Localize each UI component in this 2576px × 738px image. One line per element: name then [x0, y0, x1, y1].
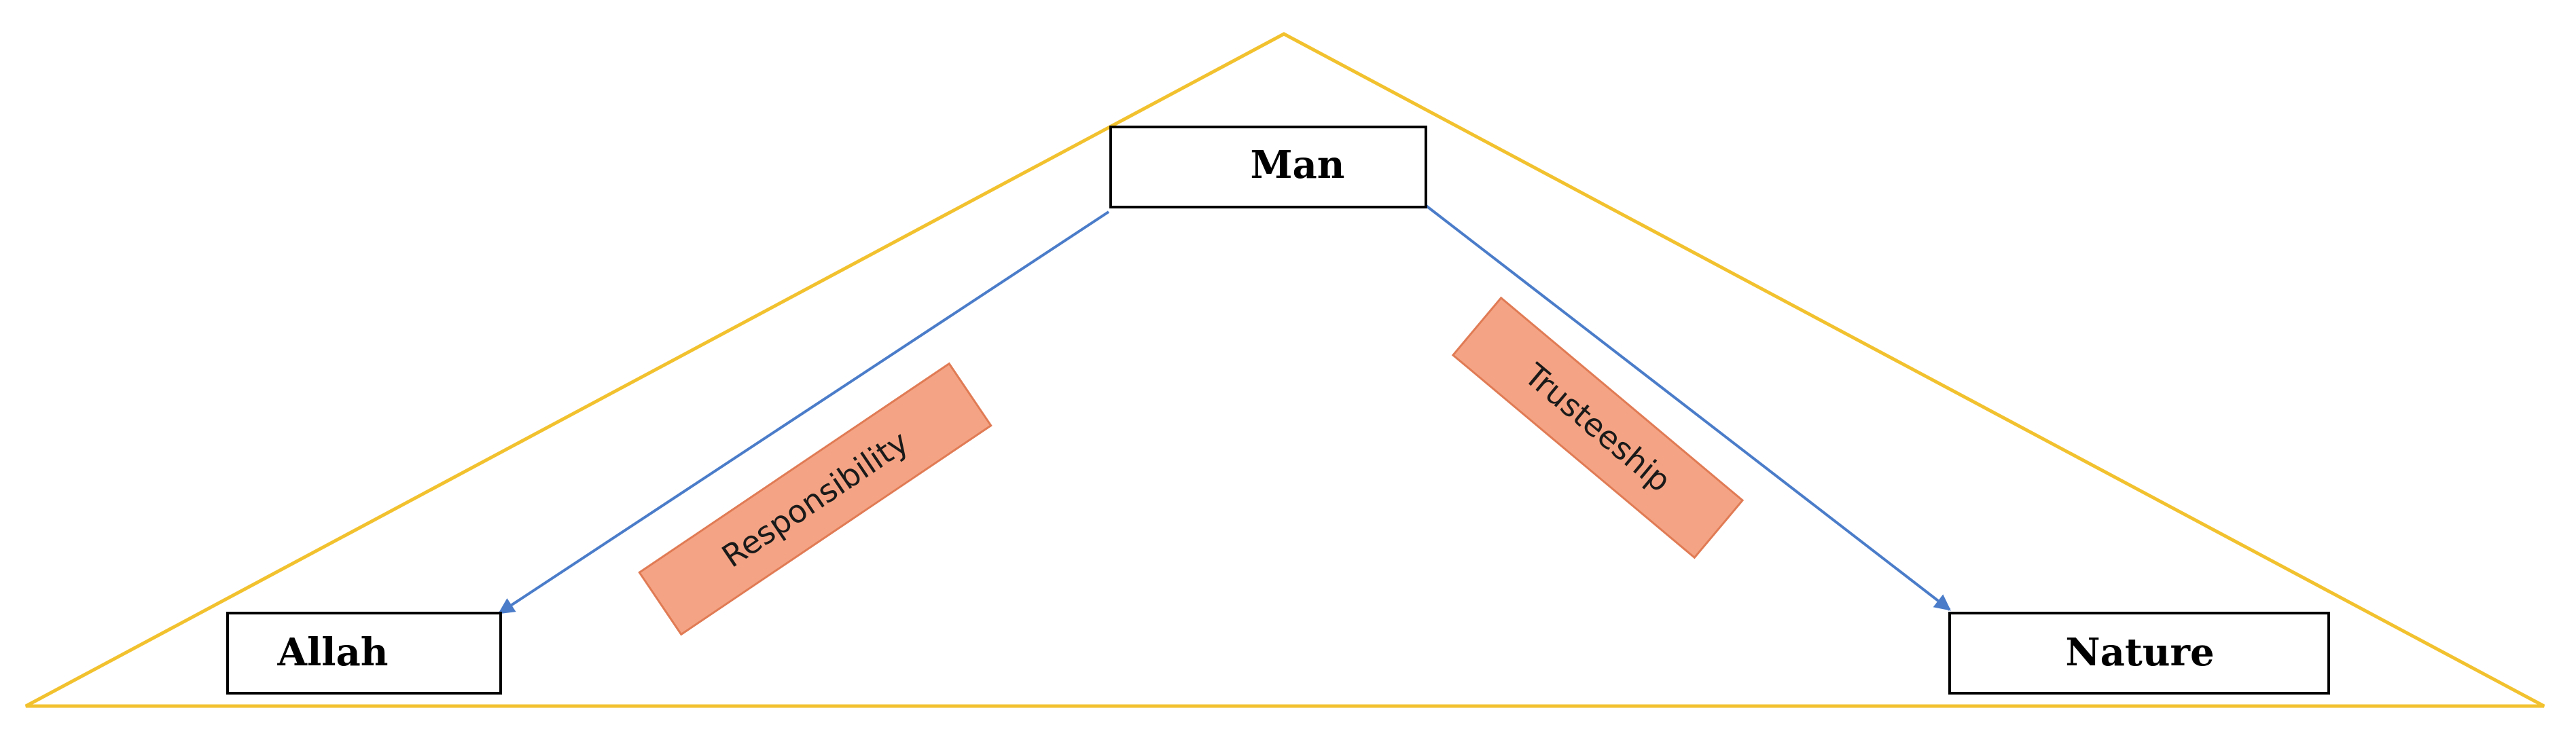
- node-man: Man: [1109, 126, 1427, 208]
- edge-label-responsibility-text: Responsibility: [715, 424, 915, 575]
- node-nature: Nature: [1948, 612, 2330, 695]
- node-nature-label: Nature: [2065, 630, 2214, 675]
- outer-triangle: [24, 32, 2545, 708]
- arrow-man-to-nature: [1424, 204, 1951, 611]
- node-man-label: Man: [1251, 143, 1345, 187]
- node-allah-label: Allah: [277, 630, 389, 675]
- arrow-man-to-allah: [497, 210, 1110, 614]
- node-allah: Allah: [226, 612, 502, 695]
